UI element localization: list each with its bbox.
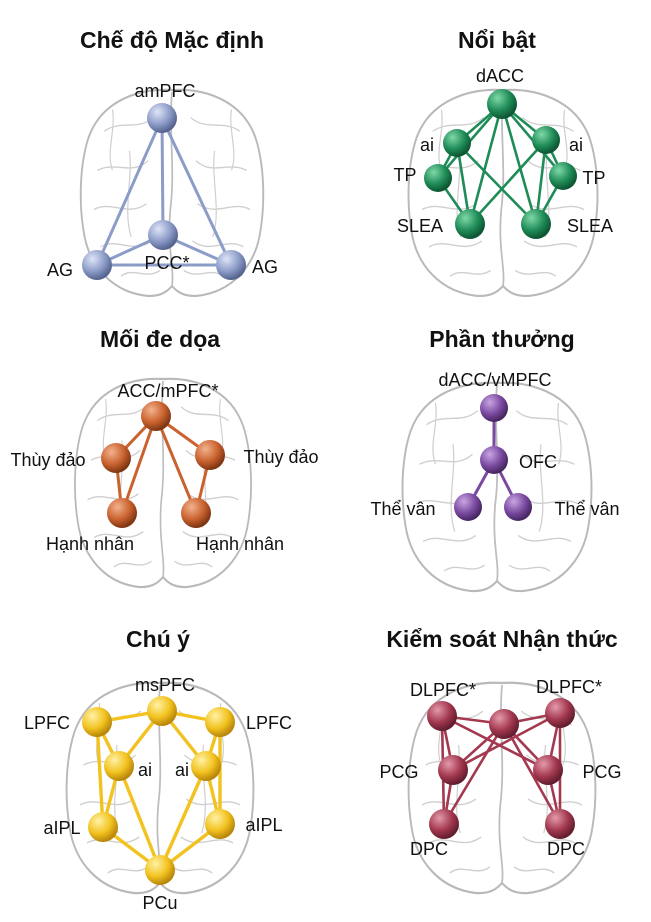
node-DLPFC-left bbox=[427, 701, 457, 731]
node-striatum-right bbox=[504, 493, 532, 521]
node-striatum-left bbox=[454, 493, 482, 521]
node-PCC bbox=[148, 220, 178, 250]
node-ai-left bbox=[443, 129, 471, 157]
label-LPFC-left: LPFC bbox=[24, 713, 70, 733]
nodes bbox=[427, 698, 575, 839]
node-amPFC bbox=[147, 103, 177, 133]
node-SLEA-right bbox=[521, 209, 551, 239]
label-ai-right: ai bbox=[569, 135, 583, 155]
node-TP-left bbox=[424, 164, 452, 192]
label-ACC: ACC/mPFC* bbox=[117, 381, 218, 401]
node-DLPFC-right bbox=[545, 698, 575, 728]
nodes bbox=[101, 401, 225, 528]
label-DPC-right: DPC bbox=[547, 839, 585, 859]
panel-default-mode: Chế độ Mặc định amPFC PCC* AG AG bbox=[47, 27, 278, 298]
label-amygdala-left: Hạnh nhân bbox=[46, 534, 134, 554]
label-DPC-left: DPC bbox=[410, 839, 448, 859]
node-AG-right bbox=[216, 250, 246, 280]
label-LPFC-right: LPFC bbox=[246, 713, 292, 733]
panel-salience: Nổi bật dACC ai bbox=[393, 27, 613, 298]
node-LPFC-right bbox=[205, 707, 235, 737]
node-ai-right bbox=[532, 126, 560, 154]
label-DLPFC-right: DLPFC* bbox=[536, 677, 602, 697]
label-PCu: PCu bbox=[142, 893, 177, 913]
label-insula-right: Thùy đảo bbox=[243, 447, 318, 467]
panel-cognitive-control: Kiểm soát Nhận thức DLPF bbox=[379, 626, 622, 895]
node-DPC-left bbox=[429, 809, 459, 839]
node-AG-left bbox=[82, 250, 112, 280]
label-amygdala-right: Hạnh nhân bbox=[196, 534, 284, 554]
nodes bbox=[82, 696, 235, 885]
label-ai-left: ai bbox=[138, 760, 152, 780]
panel-title: Chú ý bbox=[126, 626, 190, 652]
brain-outline bbox=[407, 88, 599, 298]
node-insula-left bbox=[101, 443, 131, 473]
node-ai-right bbox=[191, 751, 221, 781]
nodes bbox=[424, 89, 577, 239]
label-TP-right: TP bbox=[582, 168, 605, 188]
node-msPFC bbox=[147, 696, 177, 726]
node-PCu bbox=[145, 855, 175, 885]
node-PCG-left bbox=[438, 755, 468, 785]
panel-reward: Phần thưởng dACC/vMPFC OFC Thể vân Thể v… bbox=[370, 326, 620, 593]
label-striatum-left: Thể vân bbox=[370, 499, 435, 519]
label-insula-left: Thùy đảo bbox=[10, 450, 85, 470]
node-aIPL-right bbox=[205, 809, 235, 839]
node-DPC-right bbox=[545, 809, 575, 839]
label-AG-right: AG bbox=[252, 257, 278, 277]
nodes bbox=[82, 103, 246, 280]
label-TP-left: TP bbox=[393, 165, 416, 185]
node-center bbox=[489, 709, 519, 739]
panel-title: Nổi bật bbox=[458, 27, 536, 53]
node-SLEA-left bbox=[455, 209, 485, 239]
label-PCG-left: PCG bbox=[379, 762, 418, 782]
label-ai-left: ai bbox=[420, 135, 434, 155]
label-SLEA-right: SLEA bbox=[567, 216, 613, 236]
label-aIPL-right: aIPL bbox=[245, 815, 282, 835]
label-PCG-right: PCG bbox=[582, 762, 621, 782]
label-dACC: dACC bbox=[476, 66, 524, 86]
panel-title: Kiểm soát Nhận thức bbox=[386, 626, 618, 652]
label-SLEA-left: SLEA bbox=[397, 216, 443, 236]
label-ai-right: ai bbox=[175, 760, 189, 780]
label-striatum-right: Thể vân bbox=[554, 499, 619, 519]
node-aIPL-left bbox=[88, 812, 118, 842]
panel-attention: Chú ý msPFC L bbox=[24, 626, 292, 913]
label-dACC-vMPFC: dACC/vMPFC bbox=[438, 370, 551, 390]
node-OFC bbox=[480, 446, 508, 474]
label-amPFC: amPFC bbox=[134, 81, 195, 101]
label-aIPL-left: aIPL bbox=[43, 818, 80, 838]
panel-threat: Mối đe dọa ACC/mPFC* Thùy đảo Thùy đảo H… bbox=[10, 326, 319, 589]
node-ACC bbox=[141, 401, 171, 431]
node-insula-right bbox=[195, 440, 225, 470]
node-amygdala-right bbox=[181, 498, 211, 528]
label-DLPFC-left: DLPFC* bbox=[410, 680, 476, 700]
node-dACC-vMPFC bbox=[480, 394, 508, 422]
node-TP-right bbox=[549, 162, 577, 190]
node-PCG-right bbox=[533, 755, 563, 785]
label-OFC: OFC bbox=[519, 452, 557, 472]
node-LPFC-left bbox=[82, 707, 112, 737]
node-amygdala-left bbox=[107, 498, 137, 528]
label-msPFC: msPFC bbox=[135, 675, 195, 695]
label-PCC: PCC* bbox=[144, 253, 189, 273]
node-ai-left bbox=[104, 751, 134, 781]
panel-title: Phần thưởng bbox=[429, 326, 574, 352]
nodes bbox=[454, 394, 532, 521]
panel-title: Chế độ Mặc định bbox=[80, 27, 264, 53]
node-dACC bbox=[487, 89, 517, 119]
panel-title: Mối đe dọa bbox=[100, 326, 220, 352]
label-AG-left: AG bbox=[47, 260, 73, 280]
